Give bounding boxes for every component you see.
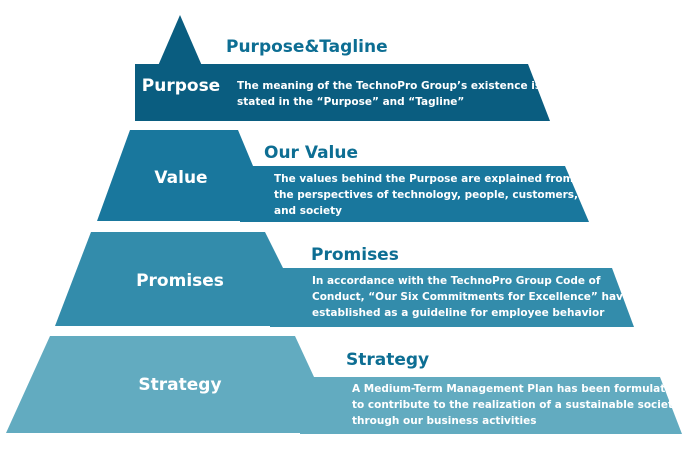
- tier-strategy-left-shape: [6, 336, 340, 433]
- tier-strategy-title: Strategy: [138, 375, 222, 395]
- tier-promises: [55, 232, 634, 327]
- tier-strategy-description-line: to contribute to the realization of a su…: [352, 399, 680, 411]
- tier-strategy-heading: Strategy: [346, 350, 430, 370]
- tier-value-description-line: The values behind the Purpose are explai…: [274, 173, 574, 185]
- tier-value-title: Value: [154, 168, 208, 188]
- tier-value-description-line: and society: [274, 205, 343, 217]
- tier-promises-description-line: established as a guideline for employee …: [312, 307, 605, 319]
- tier-promises-left-shape: [55, 232, 312, 326]
- tier-value-description: The values behind the Purpose are explai…: [274, 171, 578, 219]
- tier-value: [97, 130, 589, 222]
- tier-purpose-title: Purpose: [141, 76, 221, 96]
- tier-strategy-banner: [300, 377, 682, 434]
- tier-strategy-description: A Medium-Term Management Plan has been f…: [352, 381, 680, 429]
- tier-promises-description-line: Conduct, “Our Six Commitments for Excell…: [312, 291, 631, 303]
- tier-purpose-heading: Purpose&Tagline: [226, 37, 388, 57]
- tier-purpose-description: The meaning of the TechnoPro Group’s exi…: [237, 78, 541, 110]
- tier-strategy-description-line: through our business activities: [352, 415, 537, 427]
- tier-value-left-shape: [97, 130, 276, 221]
- tier-purpose-description-line: The meaning of the TechnoPro Group’s exi…: [237, 80, 542, 92]
- tier-purpose-description-line: stated in the “Purpose” and “Tagline”: [237, 96, 465, 108]
- tier-promises-title: Promises: [136, 271, 224, 291]
- tier-promises-description-line: In accordance with the TechnoPro Group C…: [312, 275, 601, 287]
- tier-purpose: [135, 15, 550, 121]
- tier-value-description-line: the perspectives of technology, people, …: [274, 189, 579, 201]
- tier-value-banner: [240, 166, 589, 222]
- tier-promises-heading: Promises: [311, 245, 399, 265]
- tier-strategy: [6, 336, 682, 434]
- tier-promises-banner: [270, 268, 634, 327]
- tier-purpose-banner: [135, 64, 550, 121]
- tier-value-heading: Our Value: [264, 143, 359, 163]
- tier-promises-description: In accordance with the TechnoPro Group C…: [312, 273, 630, 321]
- tier-strategy-description-line: A Medium-Term Management Plan has been f…: [352, 383, 680, 395]
